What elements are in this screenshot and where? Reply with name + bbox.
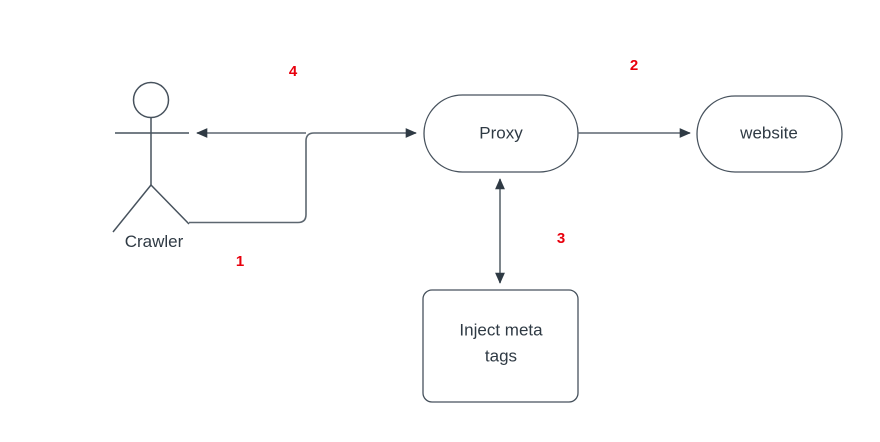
node-inject-meta-tags-label-line2: tags	[485, 346, 517, 365]
node-proxy[interactable]: Proxy	[423, 94, 579, 173]
actor-crawler[interactable]: Crawler	[112, 81, 190, 252]
stick-figure-head-icon	[132, 81, 170, 119]
node-inject-meta-tags-label-line1: Inject meta	[459, 320, 543, 339]
step-label-1: 1	[236, 253, 244, 270]
stick-figure-right-leg-icon	[150, 184, 190, 225]
step-label-4: 4	[289, 63, 298, 80]
step-label-3: 3	[557, 230, 565, 247]
node-inject-meta-tags[interactable]: Inject meta tags	[422, 289, 579, 403]
node-inject-meta-tags-shape	[422, 289, 579, 403]
node-proxy-label: Proxy	[479, 123, 523, 142]
actor-crawler-label: Crawler	[125, 232, 184, 251]
node-website-label: website	[739, 123, 798, 142]
node-website[interactable]: website	[696, 95, 843, 173]
stick-figure-left-leg-icon	[112, 184, 152, 233]
node-website-shape	[696, 95, 843, 173]
edge-crawler-to-proxy[interactable]	[189, 128, 417, 224]
step-label-2: 2	[630, 57, 638, 74]
